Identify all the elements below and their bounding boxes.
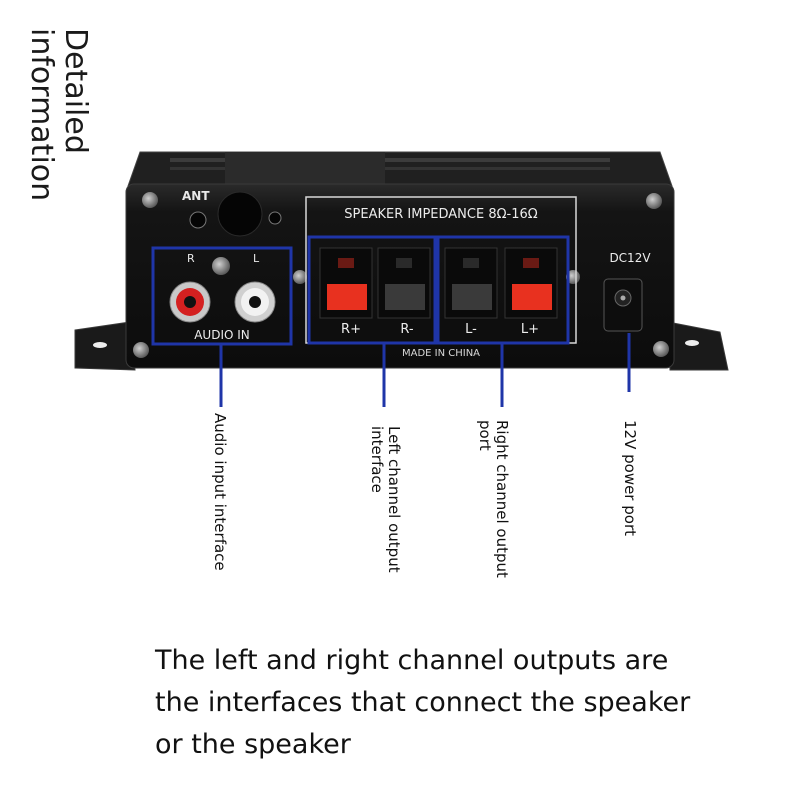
caption-line-3: or the speaker [155,729,351,760]
rca-r-label: R [187,252,195,265]
callout-right-output-line-2: port [476,420,494,451]
caption: The left and right channel outputs are t… [155,640,775,766]
rca-l-label: L [253,252,260,265]
right-flange-hole [685,340,699,346]
rca-jack-right [169,281,211,323]
left-flange-hole [93,342,107,348]
rca-screw [212,257,230,275]
caption-line-2: the interfaces that connect the speaker [155,687,691,718]
terminal-label-l-plus: L+ [521,322,539,337]
antenna-jack-small [268,211,282,225]
terminal-label-r-minus: R- [400,322,414,337]
callout-power: 12V power port [621,420,639,536]
terminal-label-l-minus: L- [465,322,477,337]
label-sticker [225,152,385,184]
ant-label: ANT [182,189,210,203]
heatsink-fin [170,167,610,170]
terminal-l-minus [444,247,498,319]
rca-jack-left [234,281,276,323]
callout-right-output-line-1: Right channel output [493,420,511,578]
antenna-knob [217,191,263,237]
terminal-label-r-plus: R+ [341,322,361,337]
impedance-label: SPEAKER IMPEDANCE 8Ω-16Ω [344,207,537,222]
terminal-l-plus [504,247,558,319]
caption-line-1: The left and right channel outputs are [155,645,669,676]
callout-left-output-line-1: Left channel output [385,426,403,573]
callout-audio-input: Audio input interface [211,413,229,571]
right-terminals-highlight [307,235,437,345]
callout-power-line-1: 12V power port [621,420,639,536]
callout-left-output-line-2: interface [368,426,386,493]
made-in-label: MADE IN CHINA [402,348,480,359]
dc-label: DC12V [609,251,651,265]
callout-left-output: Left channel output interface [368,426,403,573]
terminal-r-minus [377,247,431,319]
callout-right-output: Right channel output port [476,420,511,578]
corner-screws [133,192,669,358]
callout-lines [219,333,631,407]
callout-audio-input-line-1: Audio input interface [211,413,229,571]
terminal-r-plus [319,247,373,319]
heatsink-fin [170,158,610,162]
antenna-jack [189,211,207,229]
audio-in-label: AUDIO IN [194,328,250,342]
right-mounting-flange [667,321,729,371]
